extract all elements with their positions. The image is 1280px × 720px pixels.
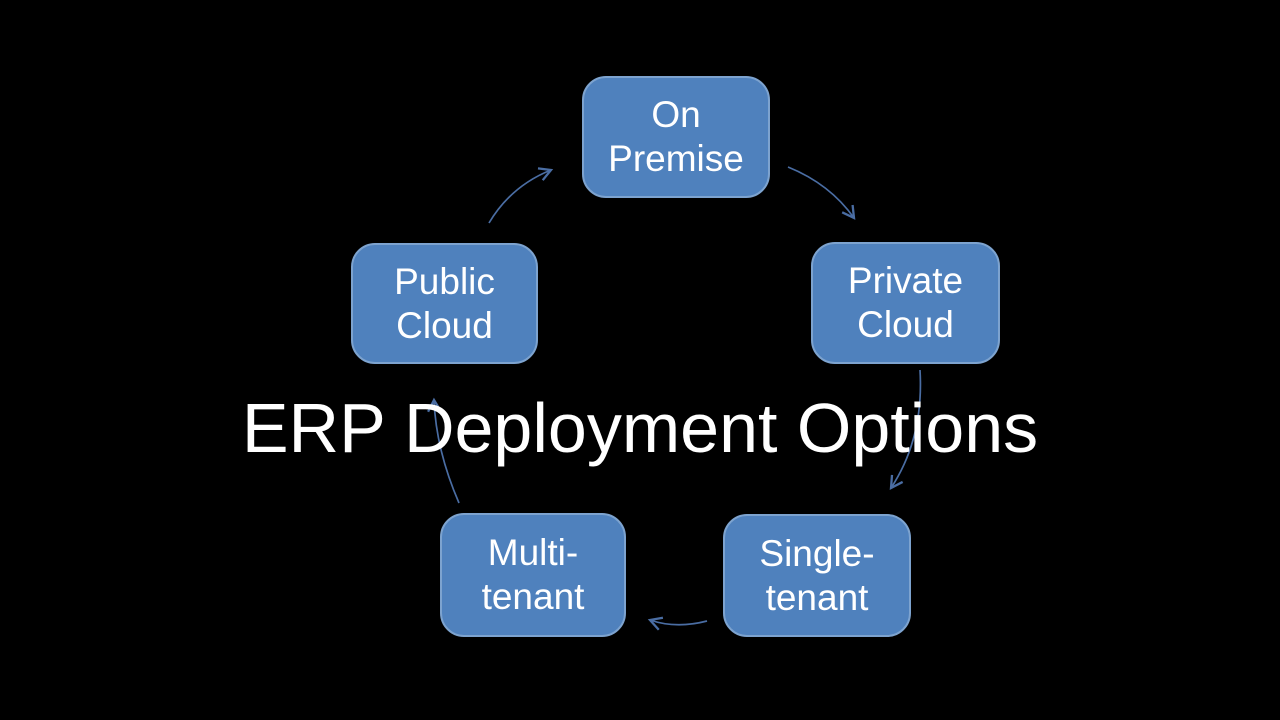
node-on-premise: On Premise <box>582 76 770 198</box>
node-label-line: tenant <box>765 576 869 618</box>
arrow-single-tenant-to-multi-tenant <box>647 616 708 631</box>
node-public-cloud: Public Cloud <box>351 243 538 364</box>
node-label-line: Cloud <box>396 304 493 346</box>
slide-title: ERP Deployment Options <box>241 389 1039 467</box>
arrow-private-cloud-to-single-tenant <box>889 369 922 490</box>
node-multi-tenant: Multi- tenant <box>440 513 626 637</box>
node-label-line: tenant <box>481 576 585 617</box>
arrow-on-premise-to-private-cloud <box>787 166 856 220</box>
arrow-multi-tenant-to-public-cloud <box>427 397 460 504</box>
node-label-line: Single- <box>759 532 875 574</box>
node-private-cloud: Private Cloud <box>811 242 1000 364</box>
node-label-line: Premise <box>608 138 744 179</box>
node-label-line: On <box>651 94 701 135</box>
node-label-line: Multi- <box>487 532 579 573</box>
node-label-line: Public <box>394 260 495 302</box>
node-label-line: Cloud <box>857 304 954 345</box>
node-label-line: Private <box>847 260 964 301</box>
node-single-tenant: Single- tenant <box>723 514 911 637</box>
arrow-public-cloud-to-on-premise <box>488 167 554 224</box>
